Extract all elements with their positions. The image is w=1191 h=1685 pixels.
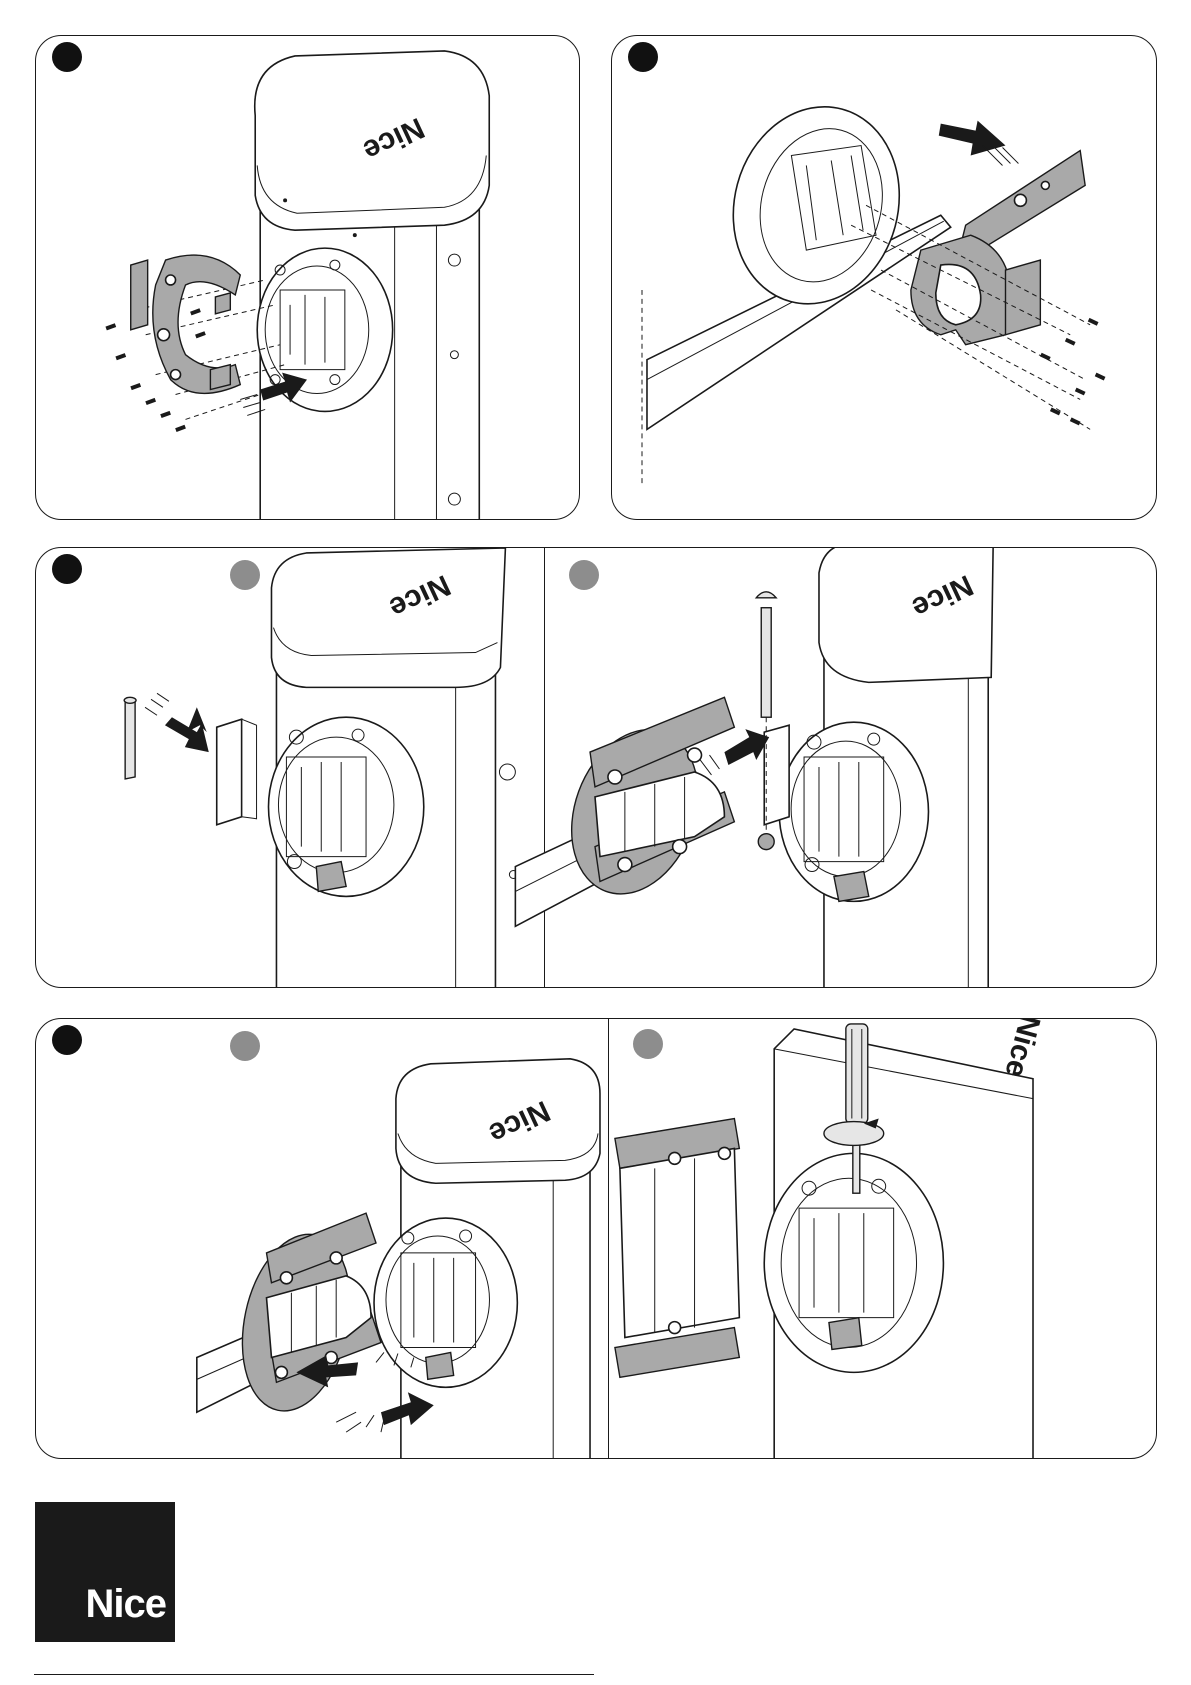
step-panel-4: Nice Nice [35, 1018, 1157, 1459]
step-panel-2 [611, 35, 1157, 520]
illustration-tighten-screw: Nice Nice [36, 1019, 1156, 1458]
brand-logo-text: Nice [86, 1582, 167, 1627]
illustration-bar-bracket [612, 36, 1156, 519]
footer-rule [34, 1674, 594, 1675]
brand-logo: Nice [35, 1502, 175, 1642]
illustration-pin-insert: Nice Nice [36, 548, 1156, 987]
housing-brand-text: Nice [998, 1019, 1046, 1081]
illustration-fastening-plate: Nice [36, 36, 579, 519]
step-panel-3: Nice Nice [35, 547, 1157, 988]
step-panel-1: Nice [35, 35, 580, 520]
